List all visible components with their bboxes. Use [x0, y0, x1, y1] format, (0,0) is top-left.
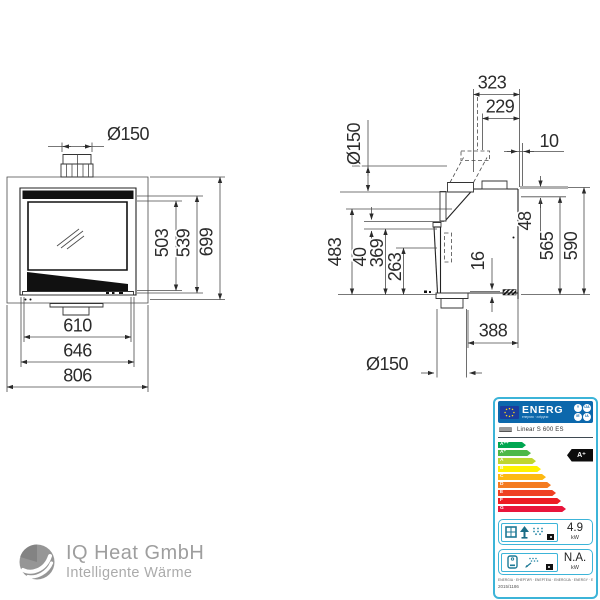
- energy-class-label: C: [500, 473, 504, 479]
- company-logo: IQ Heat GmbH Intelligente Wärme: [18, 543, 204, 581]
- energy-language-circle: Y: [574, 403, 582, 412]
- energy-class-label: D: [500, 481, 504, 487]
- energy-class-label: G: [500, 505, 504, 511]
- direct-heat-checkbox-icon: [547, 533, 555, 540]
- energy-class-label: E: [500, 489, 504, 495]
- energy-rating-badge: A⁺: [567, 449, 593, 462]
- water-heat-unit: kW: [571, 564, 579, 571]
- dim-glass-width: 610: [63, 316, 92, 336]
- side-view-drawing: 323 229 Ø150 10 48 565 590 483: [324, 71, 590, 378]
- energy-class-label: F: [500, 497, 503, 503]
- dim-glass-height: 503: [152, 228, 172, 257]
- water-heat-pictograms: [501, 552, 558, 572]
- water-heat-checkbox-icon: [545, 563, 553, 570]
- technical-drawing: Ø150 503 539 699 610 646 806: [0, 71, 600, 420]
- direct-heat-box: 4.9 kW: [498, 519, 593, 545]
- energy-label-footer: ENERGIA · ЕНЕРГИЯ · ΕΝΕΡΓΕΙΑ · ENERGIJA …: [498, 578, 593, 582]
- energy-class-bar: C: [498, 474, 546, 480]
- stove-icon: [519, 525, 529, 539]
- dim-opening-height: 539: [174, 228, 194, 257]
- dim-top-step: 48: [515, 211, 535, 231]
- dim-plate-gap: 16: [468, 251, 488, 271]
- dim-flue-offset: 229: [486, 97, 515, 117]
- energy-class-label: B: [500, 465, 504, 471]
- dim-opening-width: 646: [63, 341, 92, 361]
- energy-label-subtitle: енергия · ενέργεια: [522, 415, 549, 420]
- front-view-drawing: Ø150 503 539 699 610 646 806: [7, 123, 225, 392]
- company-name: IQ Heat GmbH: [66, 542, 205, 565]
- direct-heat-pictograms: [501, 522, 558, 542]
- dim-air-inlet-diameter: Ø150: [366, 354, 409, 374]
- dim-frame-height: 40: [350, 247, 370, 267]
- dim-side-glass-height: 369: [367, 238, 387, 267]
- direct-heat-unit: kW: [571, 534, 579, 541]
- window-icon: [504, 526, 517, 538]
- energy-class-bar: G: [498, 506, 566, 512]
- energy-label-regulation: 2015/1186: [498, 584, 519, 589]
- dim-body-height: 565: [537, 231, 557, 260]
- energy-language-circle: IE: [574, 412, 582, 421]
- energy-class-bar: A⁺⁺: [498, 442, 526, 448]
- dim-base-depth: 388: [479, 321, 508, 341]
- water-heat-box: N.A. kW: [498, 549, 593, 575]
- energy-class-bar: A⁺: [498, 450, 531, 456]
- energy-class-label: A⁺⁺: [500, 441, 509, 447]
- energy-class-bar: A: [498, 458, 536, 464]
- energy-class-bar: E: [498, 490, 556, 496]
- dim-side-total-height: 590: [561, 231, 581, 260]
- energy-class-bar: D: [498, 482, 551, 488]
- energy-class-bar: B: [498, 466, 541, 472]
- dim-total-width: 806: [63, 366, 92, 386]
- direct-heat-value: 4.9: [567, 521, 583, 534]
- water-heat-value: N.A.: [563, 551, 587, 564]
- dim-total-height: 699: [197, 227, 217, 256]
- energy-label: ENERG енергия · ενέργεια Y IJA IE IA Lin…: [493, 397, 598, 599]
- radiant-heat-icon: [533, 527, 544, 535]
- dim-rear-gap: 10: [539, 131, 559, 151]
- brand-mark: [499, 427, 512, 432]
- energy-label-header: ENERG енергия · ενέργεια Y IJA IE IA: [498, 401, 593, 423]
- dim-front-height: 483: [325, 237, 345, 266]
- dim-side-flue-diameter: Ø150: [344, 123, 364, 166]
- dim-front-flue-diameter: Ø150: [107, 124, 150, 144]
- company-tagline: Intelligente Wärme: [66, 565, 193, 582]
- company-logo-icon: [19, 544, 55, 580]
- energy-label-model-row: Linear S 600 ES: [498, 423, 593, 438]
- model-name: Linear S 600 ES: [517, 426, 564, 433]
- energy-language-circle: IA: [583, 412, 591, 421]
- energy-class-label: A: [500, 457, 504, 463]
- boiler-icon: [506, 555, 518, 569]
- energy-language-circles: Y IJA IE IA: [574, 403, 591, 421]
- energy-label-title: ENERG: [522, 403, 564, 416]
- energy-class-label: A⁺: [500, 449, 506, 455]
- water-spray-icon: [524, 557, 538, 568]
- dim-lower-height: 263: [385, 252, 405, 281]
- dim-top-depth: 323: [478, 73, 507, 93]
- energy-class-bar: F: [498, 498, 561, 504]
- eu-flag-icon: [500, 405, 519, 419]
- energy-language-circle: IJA: [583, 403, 591, 412]
